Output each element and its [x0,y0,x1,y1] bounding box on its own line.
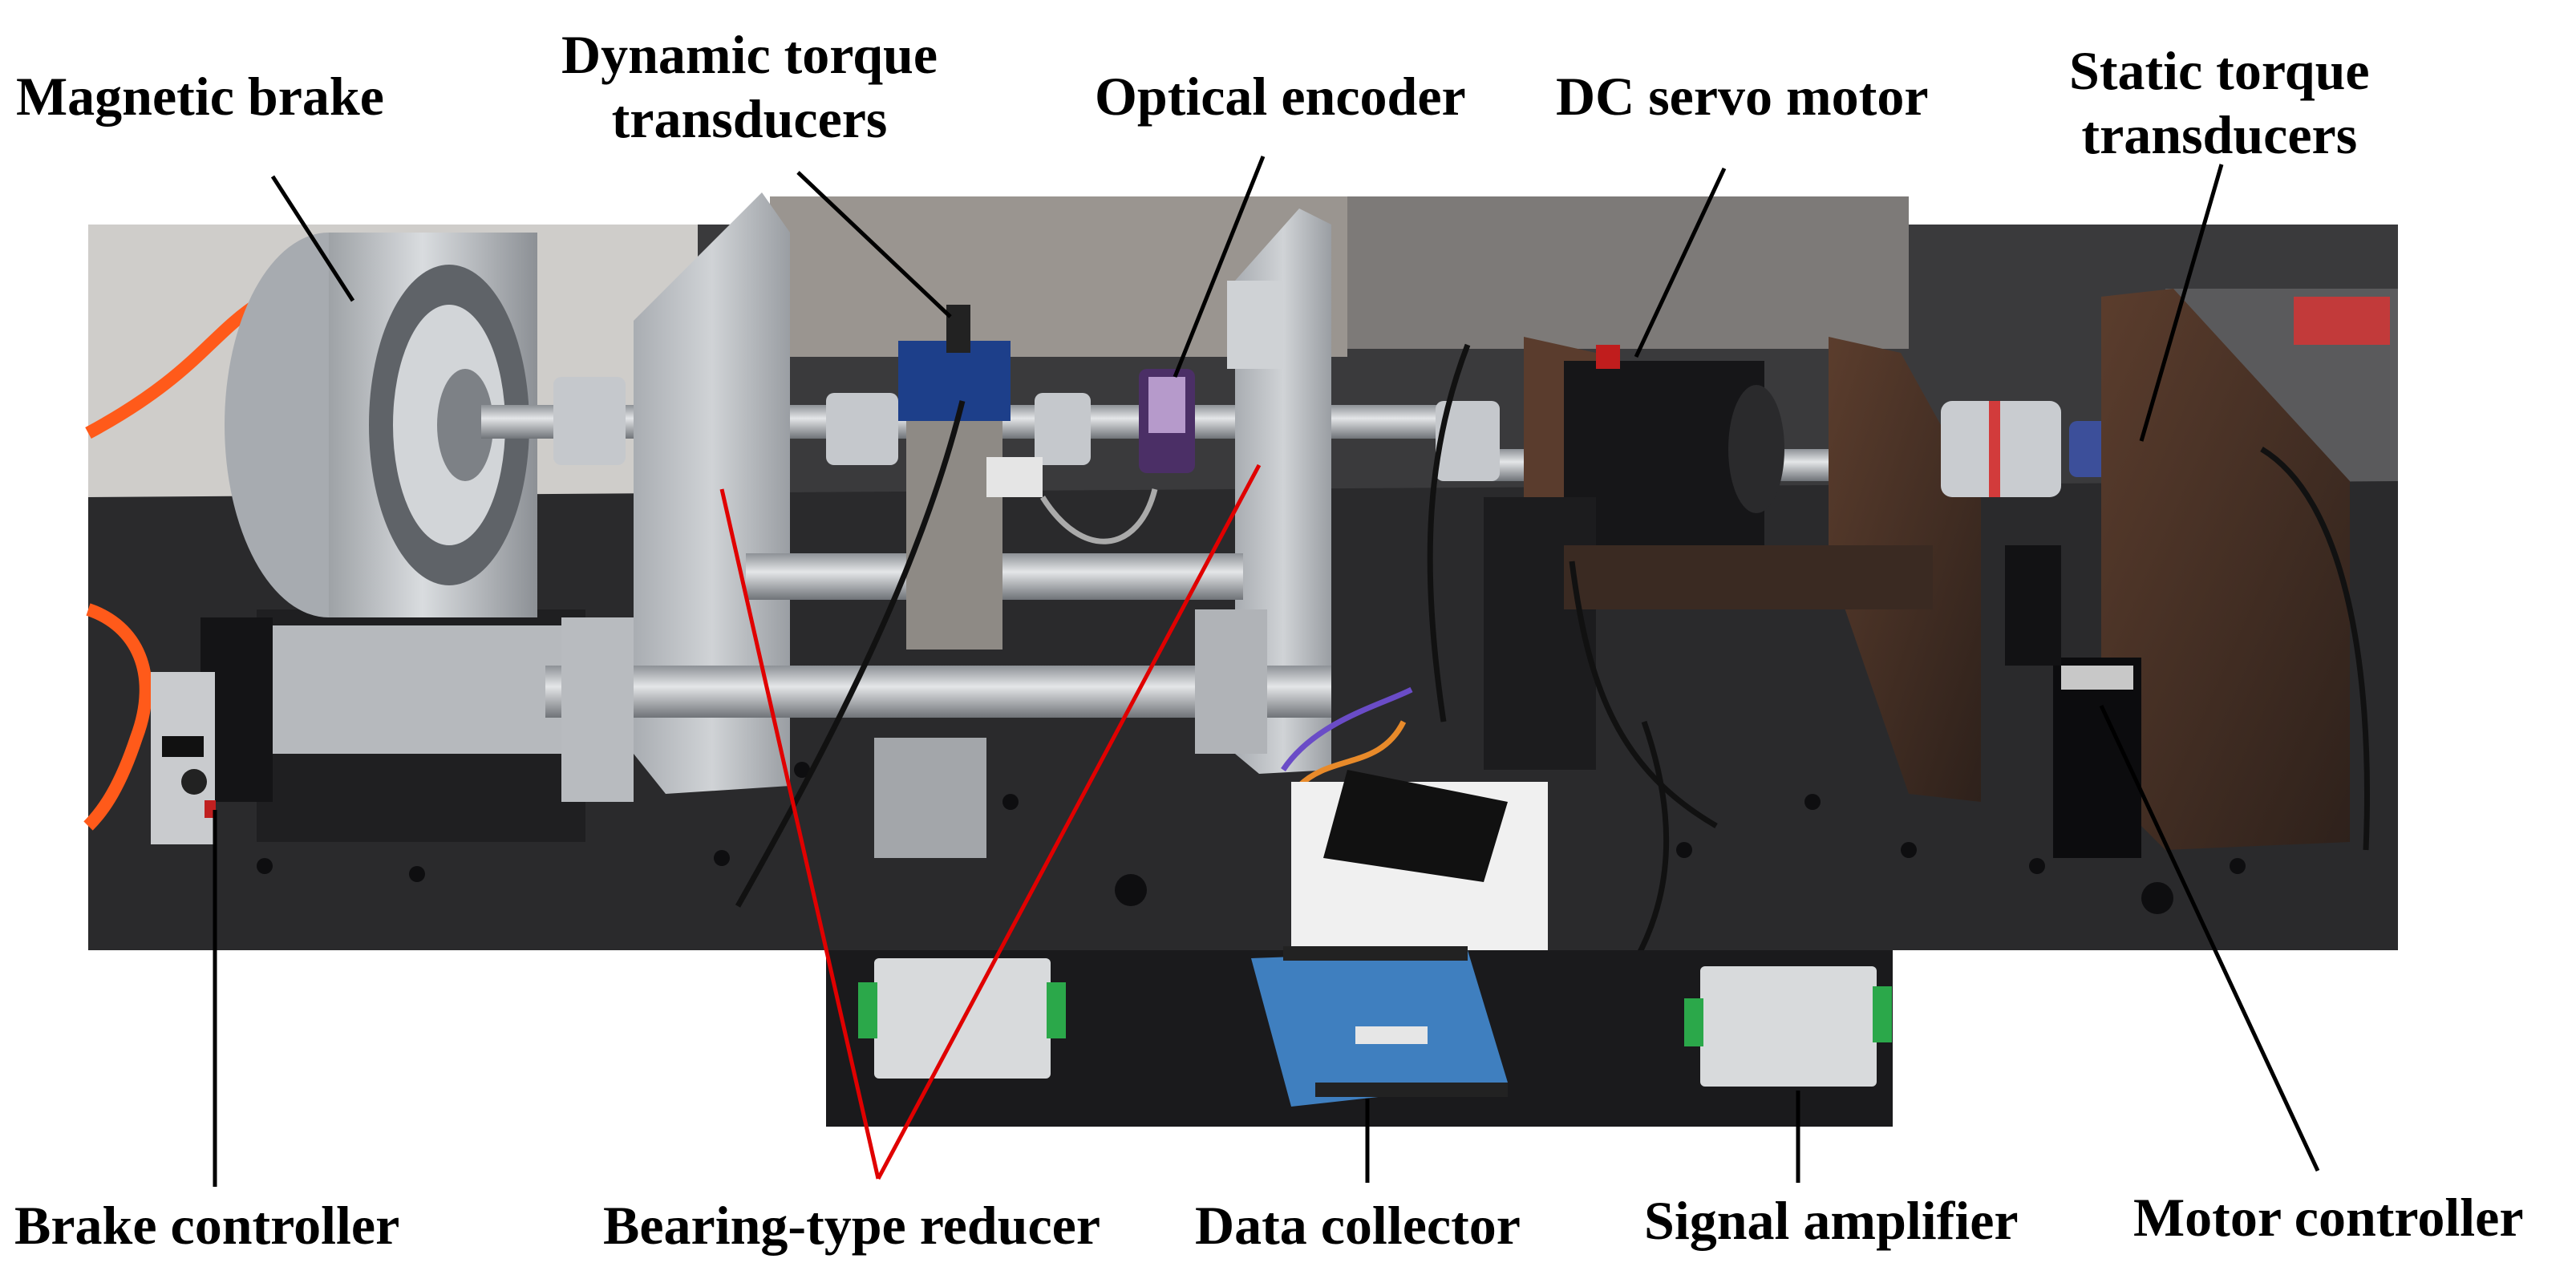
label-bearing-type-reducer: Bearing-type reducer [603,1195,1101,1256]
reducer-highlight-lines [719,463,1262,1180]
optical-encoder-device [1139,369,1195,473]
label-static-torque-transducers: Static torque transducers [2069,40,2370,165]
dynamic-torque-transducer-device [898,305,1043,497]
orange-hose [83,299,261,831]
leader-magnetic-brake [270,175,355,302]
leader-optical-encoder [1173,156,1266,378]
leader-lines [213,156,2320,1187]
signal-amplifier-device [1684,966,1892,1087]
brake-controller-device [151,672,216,844]
leader-motor-controller [2099,704,2320,1172]
leader-static-torque [2139,164,2224,442]
right-end-plate [2101,289,2350,850]
leader-dynamic-torque [796,171,952,318]
label-signal-amplifier: Signal amplifier [1644,1190,2019,1251]
label-data-collector: Data collector [1195,1195,1521,1256]
motor-controller-device [2005,545,2141,858]
label-optical-encoder: Optical encoder [1095,66,1466,127]
microcontroller-board [1291,770,1548,950]
leader-dc-servo-motor [1634,167,1727,358]
label-dynamic-torque-transducers: Dynamic torque transducers [561,24,938,149]
label-motor-controller: Motor controller [2133,1187,2524,1248]
cables [735,343,2370,1012]
magnetic-brake-unit [200,233,585,842]
label-dc-servo-motor: DC servo motor [1556,66,1929,127]
label-brake-controller: Brake controller [14,1195,400,1256]
dc-servo-motor-device [1484,337,1784,770]
label-magnetic-brake: Magnetic brake [16,66,384,127]
data-collector-device [1251,946,1508,1107]
